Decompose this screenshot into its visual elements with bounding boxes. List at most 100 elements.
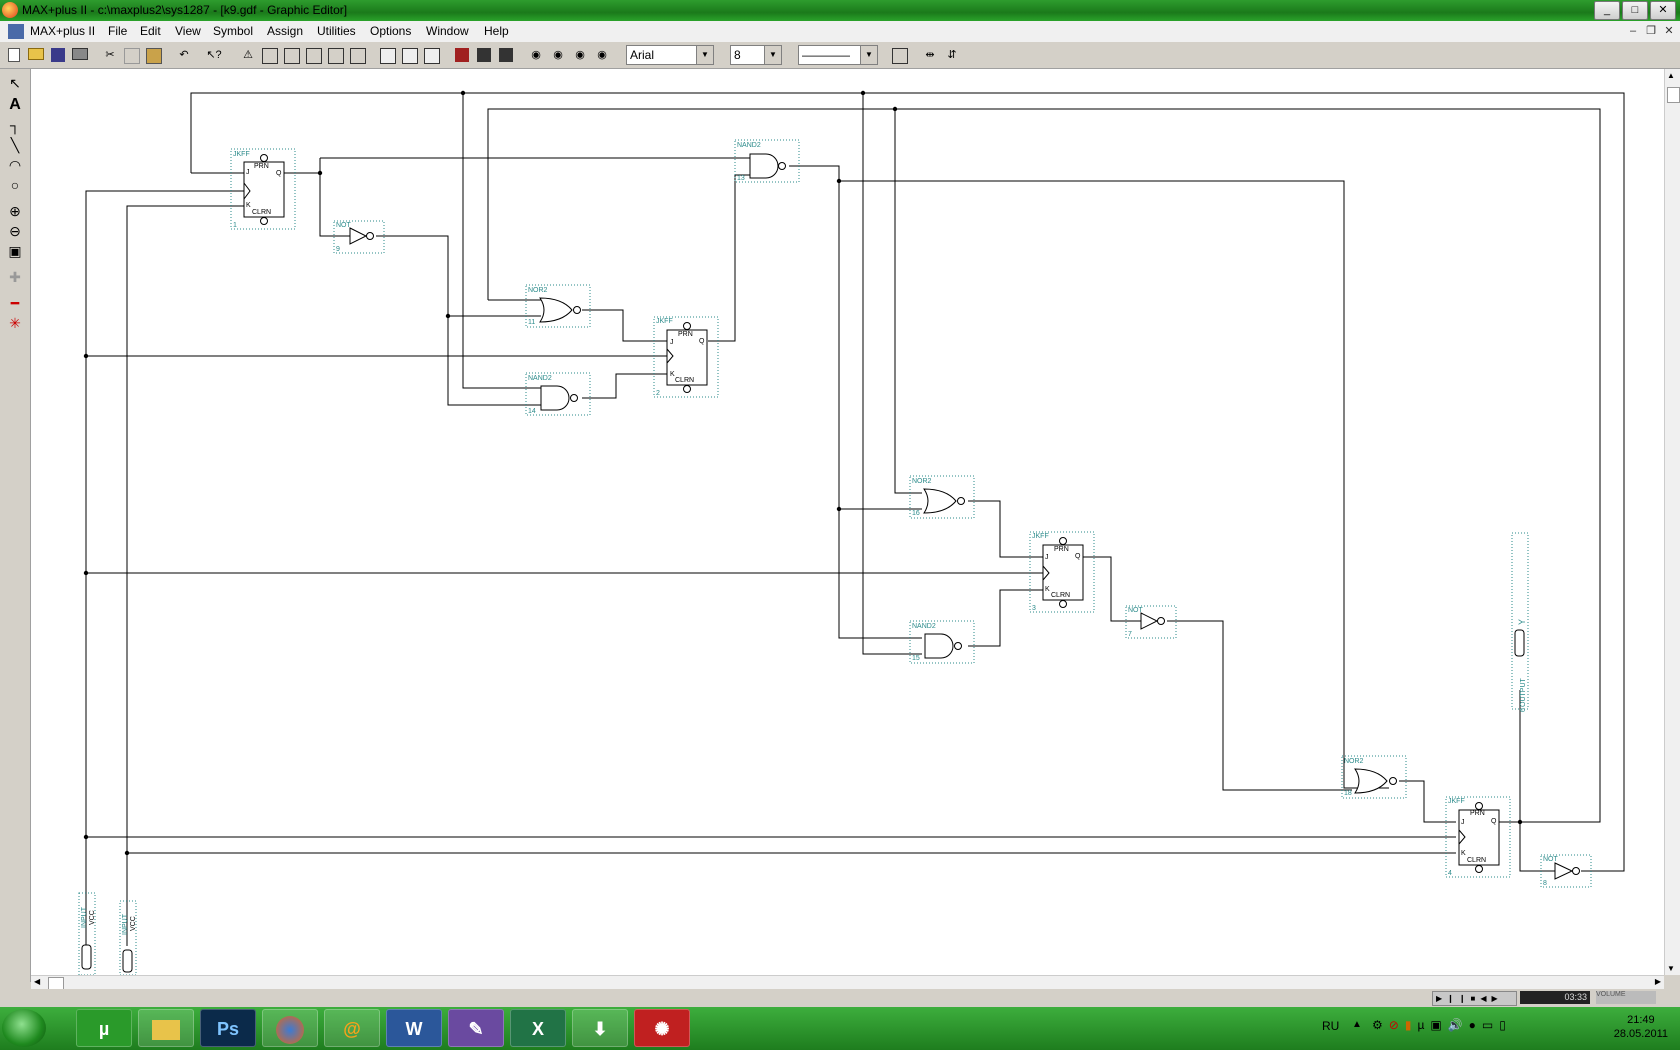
timing-analyzer-icon[interactable] — [348, 45, 368, 65]
jkff-3[interactable]: JKFF 3 PRN CLRN J K Q — [1029, 531, 1095, 613]
rubberbanding-icon[interactable] — [890, 45, 910, 65]
jkff-2[interactable]: JKFF 2 PRN CLRN J K Q — [653, 316, 719, 398]
spider-app-icon[interactable]: ✺ — [634, 1009, 690, 1047]
minimize-button[interactable]: _ — [1594, 1, 1620, 20]
snap-icon[interactable]: ✚ — [9, 269, 21, 285]
nand2-gate-15[interactable]: NAND2 15 — [909, 620, 975, 664]
mail-agent-icon[interactable]: @ — [324, 1009, 380, 1047]
system-clock[interactable]: 21:49 28.05.2011 — [1614, 1013, 1668, 1041]
not-gate-8[interactable]: NOT 8 — [1540, 854, 1592, 888]
mdi-minimize-button[interactable]: – — [1629, 25, 1637, 37]
maximize-button[interactable]: □ — [1622, 1, 1648, 20]
firefox-icon[interactable] — [262, 1009, 318, 1047]
not-gate-9[interactable]: NOT 9 — [333, 220, 385, 254]
language-indicator[interactable]: RU — [1322, 1019, 1340, 1033]
menu-assign[interactable]: Assign — [267, 24, 304, 38]
open-symbol-icon[interactable] — [474, 45, 494, 65]
output-pin-y[interactable]: Y OUTPUT 6 — [1511, 532, 1529, 712]
mdi-restore-button[interactable]: ❐ — [1646, 25, 1656, 37]
zoom-in-icon[interactable]: ⊕ — [9, 203, 21, 219]
scroll-down-icon[interactable]: ▼ — [1667, 964, 1675, 973]
find-node-icon[interactable]: ◉ — [526, 45, 546, 65]
flip-vertical-icon[interactable]: ⇵ — [942, 45, 962, 65]
undo-icon[interactable]: ↶ — [174, 45, 194, 65]
print-icon[interactable] — [70, 45, 90, 65]
connect-icon[interactable]: ━ — [10, 295, 20, 311]
menu-utilities[interactable]: Utilities — [317, 24, 356, 38]
floorplan-icon[interactable] — [282, 45, 302, 65]
nand2-gate-13[interactable]: NAND2 13 — [734, 139, 800, 183]
keyboard-tray-icon[interactable]: ▣ — [1430, 1018, 1442, 1032]
flip-horizontal-icon[interactable]: ⇹ — [920, 45, 940, 65]
help-pointer-icon[interactable]: ↖? — [204, 45, 224, 65]
copy-icon[interactable] — [122, 45, 142, 65]
fit-in-window-icon[interactable]: ▣ — [8, 243, 22, 259]
jkff-1[interactable]: JKFF 1 PRN CLRN J K Q — [230, 148, 296, 230]
arc-tool-icon[interactable]: ◠ — [8, 157, 22, 173]
hierarchy-icon[interactable] — [422, 45, 442, 65]
menu-symbol[interactable]: Symbol — [213, 24, 254, 38]
find-text-icon[interactable]: ◉ — [548, 45, 568, 65]
hierarchy-up-icon[interactable] — [260, 45, 280, 65]
chevron-down-icon[interactable]: ▼ — [764, 46, 781, 64]
orthogonal-line-tool-icon[interactable]: ┐ — [10, 117, 20, 133]
schematic-canvas[interactable]: JKFF 1 PRN CLRN J K Q JKFF 2 PRN CLRN J … — [31, 69, 1665, 975]
save-icon[interactable] — [48, 45, 68, 65]
utorrent-icon[interactable]: µ — [76, 1009, 132, 1047]
mdi-close-button[interactable]: ✕ — [1664, 25, 1674, 37]
nor2-gate-16[interactable]: NOR2 16 — [909, 475, 975, 519]
simulator-icon[interactable] — [326, 45, 346, 65]
font-size-select[interactable]: 8▼ — [730, 45, 782, 65]
vertical-scroll-thumb[interactable] — [1667, 87, 1680, 103]
not-gate-7[interactable]: NOT 7 — [1125, 605, 1177, 639]
disconnect-icon[interactable]: ✳ — [9, 315, 21, 331]
chevron-down-icon[interactable]: ▼ — [860, 46, 877, 64]
chevron-down-icon[interactable]: ▼ — [696, 46, 713, 64]
maxplus-task-icon[interactable]: ✎ — [448, 1009, 504, 1047]
download-icon[interactable]: ⬇ — [572, 1009, 628, 1047]
excel-icon[interactable]: X — [510, 1009, 566, 1047]
selection-tool-icon[interactable]: ↖ — [9, 75, 21, 91]
menu-options[interactable]: Options — [370, 24, 412, 38]
menu-help[interactable]: Help — [484, 24, 509, 38]
utorrent-tray-icon[interactable]: µ — [1417, 1018, 1425, 1032]
maxplus-system-icon[interactable] — [8, 24, 24, 39]
scroll-up-icon[interactable]: ▲ — [1667, 71, 1675, 80]
show-hidden-icons-icon[interactable]: ▲ — [1352, 1019, 1362, 1030]
circle-tool-icon[interactable]: ○ — [10, 177, 20, 193]
menu-edit[interactable]: Edit — [140, 24, 161, 38]
project-save-check-icon[interactable] — [378, 45, 398, 65]
input-pin-vcc-1[interactable]: INPUT VCC — [78, 892, 96, 975]
menu-maxplus[interactable]: MAX+plus II — [30, 24, 96, 38]
cut-icon[interactable]: ✂ — [100, 45, 120, 65]
nor2-gate-18[interactable]: NOR2 18 — [1341, 755, 1407, 799]
line-style-select[interactable]: ————▼ — [798, 45, 878, 65]
scroll-right-icon[interactable]: ▶ — [1654, 977, 1661, 986]
photoshop-icon[interactable]: Ps — [200, 1009, 256, 1047]
compiler-icon[interactable] — [304, 45, 324, 65]
app-tray-icon[interactable]: ▮ — [1404, 1018, 1412, 1032]
close-button[interactable]: ✕ — [1650, 1, 1676, 20]
messenger-tray-icon[interactable]: ● — [1468, 1018, 1476, 1032]
media-volume-label[interactable]: VOLUME — [1596, 991, 1656, 1004]
vertical-scrollbar[interactable]: ▲ ▼ — [1664, 69, 1680, 975]
text-tool-icon[interactable]: A — [9, 96, 21, 113]
programmer-icon[interactable] — [452, 45, 472, 65]
scroll-left-icon[interactable]: ◀ — [34, 977, 41, 986]
zoom-out-icon[interactable]: ⊖ — [9, 223, 21, 239]
menu-window[interactable]: Window — [426, 24, 469, 38]
menu-file[interactable]: File — [108, 24, 128, 38]
input-pin-vcc-2[interactable]: INPUT VCC — [119, 900, 137, 975]
font-select[interactable]: Arial▼ — [626, 45, 714, 65]
new-file-icon[interactable] — [4, 45, 24, 65]
diagonal-line-tool-icon[interactable]: ╲ — [10, 137, 20, 153]
open-folder-icon[interactable] — [26, 45, 46, 65]
horizontal-scrollbar[interactable]: ◀ ▶ — [31, 975, 1664, 990]
word-icon[interactable]: W — [386, 1009, 442, 1047]
nor2-gate-11[interactable]: NOR2 11 — [525, 284, 591, 328]
nand2-gate-14[interactable]: NAND2 14 — [525, 372, 591, 416]
find-error-icon[interactable]: ◉ — [592, 45, 612, 65]
project-save-compile-icon[interactable] — [400, 45, 420, 65]
settings-tray-icon[interactable]: ⚙ — [1372, 1018, 1383, 1032]
jkff-4[interactable]: JKFF 4 PRN CLRN J K Q — [1445, 796, 1511, 878]
